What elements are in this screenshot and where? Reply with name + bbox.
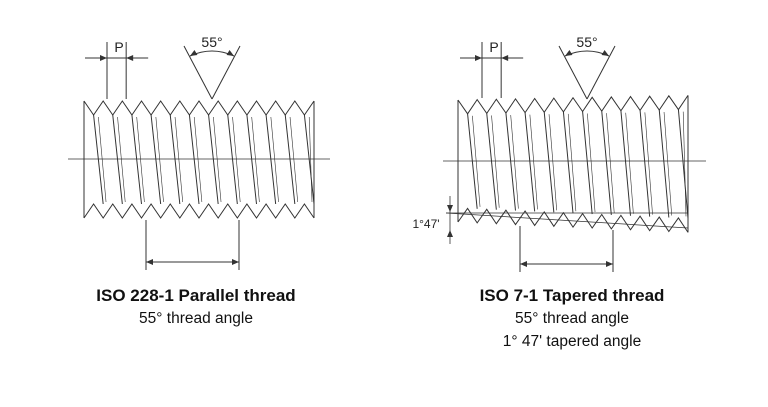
thread-bottom-profile — [83, 203, 315, 219]
thread-flank-line — [620, 110, 631, 216]
thread-flank-line — [112, 114, 123, 205]
thread-flank-line — [117, 116, 126, 203]
thread-flank-line — [601, 111, 612, 215]
left-pitch-label: P — [114, 39, 123, 55]
thread-flank-line — [510, 115, 519, 209]
thread-flank-line — [562, 111, 574, 214]
thread-flank-line — [265, 114, 277, 205]
thread-flank-line — [150, 114, 162, 205]
thread-flank-line — [663, 111, 673, 216]
thread-flank-line — [567, 113, 577, 212]
thread-top-profile — [83, 100, 315, 116]
angle-arrow — [565, 49, 573, 56]
thread-flank-line — [582, 111, 593, 215]
thread-flank-line — [308, 116, 313, 203]
tapered-thread-title: ISO 7-1 Tapered thread — [479, 286, 665, 305]
parallel-thread-drawing — [68, 42, 330, 270]
thread-flank-line — [174, 116, 184, 203]
thread-top-profile — [457, 94, 689, 115]
thread-flank-line — [232, 116, 241, 203]
angle-extension-line — [586, 45, 616, 100]
thread-flank-line — [524, 112, 536, 212]
thread-flank-line — [193, 116, 203, 203]
angle-arc — [564, 50, 610, 57]
taper-slope-line — [445, 212, 689, 229]
pitch-arrow — [126, 55, 134, 61]
angle-extension-line — [183, 45, 213, 100]
parallel-thread-angle: 55° thread angle — [139, 310, 253, 327]
thread-flank-line — [270, 116, 279, 203]
thread-flank-line — [188, 114, 200, 205]
thread-flank-line — [658, 109, 670, 218]
pitch-arrow — [100, 55, 107, 61]
pitch-arrow — [501, 55, 509, 61]
parallel-thread-title: ISO 228-1 Parallel thread — [96, 286, 296, 305]
thread-flank-line — [303, 114, 315, 205]
thread-flank-line — [548, 114, 558, 211]
tapered-thread-angle: 55° thread angle — [515, 310, 629, 327]
thread-flank-line — [169, 114, 181, 205]
thread-flank-line — [505, 112, 516, 211]
thread-flank-line — [491, 115, 500, 208]
thread-flank-line — [289, 116, 299, 203]
thread-flank-line — [93, 114, 104, 205]
thread-flank-line — [98, 116, 107, 203]
thread-flank-line — [486, 113, 497, 210]
gauge-arrow — [232, 259, 239, 265]
tapered-thread-drawing — [443, 42, 706, 272]
thread-flank-line — [251, 116, 260, 203]
thread-flank-line — [606, 113, 615, 213]
angle-extension-line — [558, 45, 588, 100]
right-pitch-label: P — [489, 39, 498, 55]
thread-flank-line — [227, 114, 238, 205]
thread-flank-line — [213, 116, 222, 203]
thread-flank-line — [682, 111, 687, 217]
right-angle-label: 55° — [576, 34, 597, 50]
thread-flank-line — [639, 110, 651, 217]
angle-arrow — [190, 49, 198, 56]
tapered-thread-caption: ISO 7-1 Tapered thread 55° thread angle … — [422, 285, 722, 353]
gauge-arrow — [606, 261, 613, 267]
thread-flank-line — [529, 114, 538, 210]
thread-flank-line — [284, 114, 296, 205]
taper-angle-label: 1°47' — [412, 217, 439, 231]
thread-bottom-profile — [457, 207, 689, 233]
angle-arrow — [226, 49, 234, 56]
taper-arrow — [447, 230, 453, 237]
thread-flank-line — [587, 113, 596, 213]
parallel-thread-caption: ISO 228-1 Parallel thread 55° thread ang… — [46, 285, 346, 330]
thread-flank-line — [677, 109, 689, 219]
angle-arrow — [601, 49, 609, 56]
gauge-arrow — [520, 261, 527, 267]
thread-flank-line — [543, 112, 555, 213]
thread-flank-line — [644, 112, 653, 215]
thread-flank-line — [208, 114, 219, 205]
pitch-arrow — [475, 55, 482, 61]
angle-extension-line — [211, 45, 241, 100]
thread-flank-line — [136, 116, 145, 203]
left-angle-label: 55° — [201, 34, 222, 50]
taper-arrow — [447, 205, 453, 212]
thread-flank-line — [246, 114, 257, 205]
thread-flank-line — [155, 116, 164, 203]
thread-flank-line — [131, 114, 142, 205]
gauge-arrow — [146, 259, 153, 265]
tapered-thread-taper: 1° 47' tapered angle — [502, 333, 642, 350]
thread-flank-line — [625, 112, 634, 214]
angle-arc — [189, 50, 235, 57]
